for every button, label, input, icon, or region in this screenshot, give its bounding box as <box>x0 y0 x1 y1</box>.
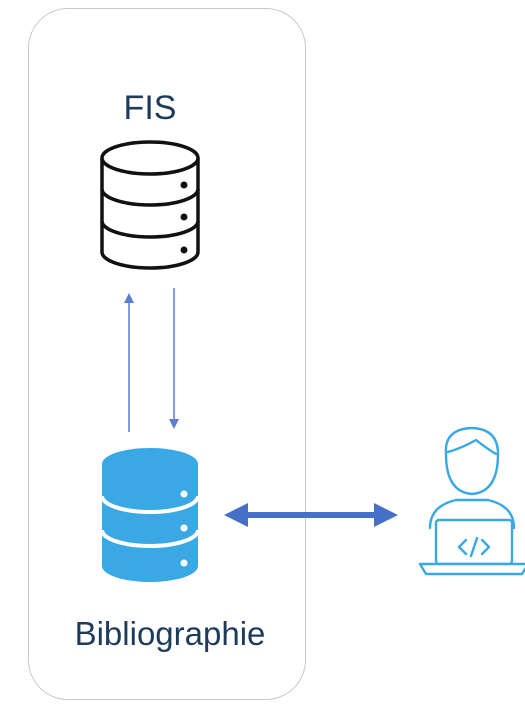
system-boundary-box <box>28 8 306 700</box>
fis-label: FIS <box>123 89 177 127</box>
database-filled-icon <box>100 448 200 582</box>
bidirectional-arrow <box>224 503 398 527</box>
database-outline-icon <box>100 140 200 270</box>
bibliographie-label: Bibliographie <box>74 615 266 652</box>
developer-laptop-icon <box>418 426 525 576</box>
